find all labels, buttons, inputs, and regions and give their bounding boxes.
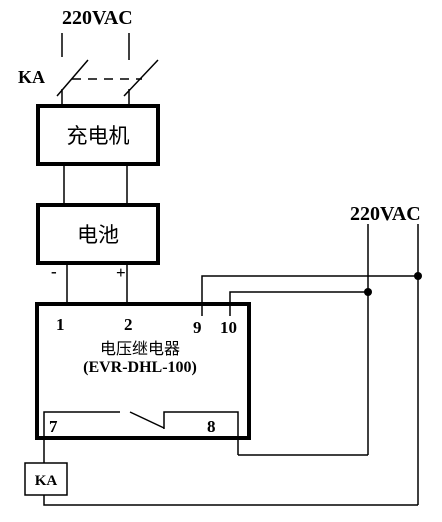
- relay-coil-box: [24, 462, 68, 496]
- supply-label-right: 220VAC: [350, 203, 421, 225]
- relay-coil-label: KA: [35, 473, 58, 489]
- supply-label-top: 220VAC: [62, 7, 133, 29]
- charger-label: 充电机: [67, 124, 130, 148]
- pin-7-label: 7: [49, 417, 58, 436]
- relay-model: (EVR-DHL-100): [83, 359, 197, 376]
- internal-wire-pin7: [43, 411, 120, 440]
- pin-2-label: 2: [124, 315, 133, 334]
- junction-dot-upper: [414, 272, 422, 280]
- battery-box: [36, 203, 160, 265]
- relay-name: 电压继电器: [100, 339, 180, 358]
- wire-pin10-supply: [229, 291, 368, 316]
- pin-9-label: 9: [193, 318, 202, 337]
- relay-contact-label: KA: [18, 67, 45, 87]
- charger-box: [36, 104, 160, 166]
- voltage-relay-box: [35, 302, 251, 440]
- internal-contact-blade: [129, 411, 165, 429]
- pin-10-label: 10: [220, 318, 237, 337]
- pin-1-label: 1: [56, 315, 65, 334]
- pin-8-label: 8: [207, 417, 216, 436]
- battery-negative-sign: -: [51, 262, 57, 281]
- wire-coil-return: [43, 495, 418, 506]
- battery-positive-sign: +: [116, 263, 126, 282]
- wire-pin9-supply: [201, 275, 418, 316]
- battery-label: 电池: [77, 223, 119, 247]
- internal-wire-pin8: [163, 411, 239, 455]
- junction-dot-lower: [364, 288, 372, 296]
